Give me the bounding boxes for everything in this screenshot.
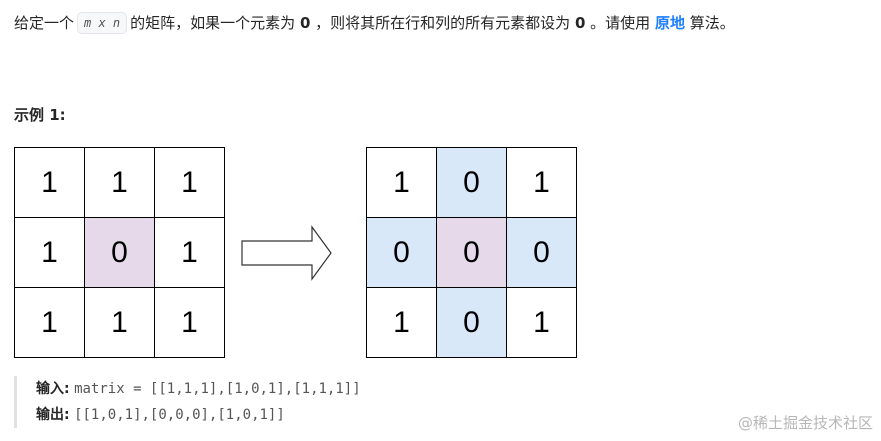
desc-text-2: 的矩阵，如果一个元素为 [130, 14, 296, 32]
desc-zero-1: 0 [299, 14, 311, 32]
output-cell-1-0: 0 [367, 218, 437, 288]
input-matrix: 1 1 1 1 0 1 1 1 1 [14, 147, 225, 358]
input-value: matrix = [[1,1,1],[1,0,1],[1,1,1]] [74, 381, 361, 397]
input-cell-2-0: 1 [15, 288, 85, 358]
output-cell-2-0: 1 [367, 288, 437, 358]
watermark: @稀土掘金技术社区 [737, 414, 873, 432]
output-cell-1-2: 0 [507, 218, 577, 288]
input-cell-2-2: 1 [155, 288, 225, 358]
output-matrix: 1 0 1 0 0 0 1 0 1 [366, 147, 577, 358]
input-row: 输入: matrix = [[1,1,1],[1,0,1],[1,1,1]] [36, 376, 361, 402]
input-label: 输入: [36, 381, 70, 397]
input-cell-1-0: 1 [15, 218, 85, 288]
output-cell-0-0: 1 [367, 148, 437, 218]
desc-text-5: 算法。 [689, 14, 735, 32]
output-cell-2-1: 0 [437, 288, 507, 358]
input-cell-0-2: 1 [155, 148, 225, 218]
transform-arrow-icon [241, 225, 332, 281]
input-cell-0-1: 1 [85, 148, 155, 218]
desc-text-1: 给定一个 [14, 14, 75, 32]
input-cell-2-1: 1 [85, 288, 155, 358]
output-cell-2-2: 1 [507, 288, 577, 358]
desc-text-3: ，则将其所在行和列的所有元素都设为 [315, 14, 571, 32]
input-cell-0-0: 1 [15, 148, 85, 218]
output-cell-0-1: 0 [437, 148, 507, 218]
matrix-size-code: m x n [77, 12, 128, 34]
desc-zero-2: 0 [574, 14, 586, 32]
output-value: [[1,0,1],[0,0,0],[1,0,1]] [74, 407, 285, 423]
input-cell-1-1: 0 [85, 218, 155, 288]
in-place-link[interactable]: 原地 [654, 14, 685, 32]
output-label: 输出: [36, 407, 70, 423]
example-io-block: 输入: matrix = [[1,1,1],[1,0,1],[1,1,1]] 输… [14, 376, 361, 428]
input-cell-1-2: 1 [155, 218, 225, 288]
output-cell-1-1: 0 [437, 218, 507, 288]
desc-text-4: 。请使用 [590, 14, 651, 32]
output-cell-0-2: 1 [507, 148, 577, 218]
example-title: 示例 1: [14, 106, 66, 124]
output-row: 输出: [[1,0,1],[0,0,0],[1,0,1]] [36, 402, 361, 428]
